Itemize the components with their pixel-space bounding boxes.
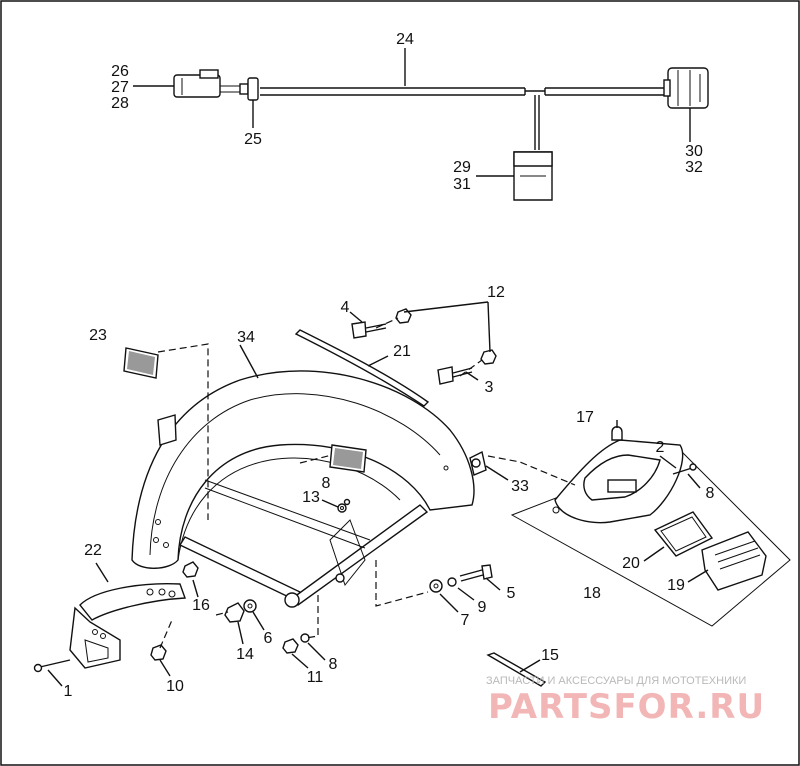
callout-26: 26 [111,63,129,80]
nut-10 [150,644,167,661]
bolt-5 [459,564,493,582]
license-bracket-22 [69,583,186,669]
watermark: ЗАПЧАСТИ И АКСЕССУАРЫ ДЛЯ МОТОТЕХНИКИ PA… [486,675,765,727]
rear-fender [131,370,475,569]
callout-25: 25 [244,131,262,148]
callout-22: 22 [84,542,102,559]
cable-tie-15 [486,652,547,687]
nut-11 [282,638,299,654]
lens-19 [701,531,767,591]
callout-27: 27 [111,79,129,96]
callout-3: 3 [485,379,494,396]
callout-15: 15 [541,647,559,664]
callout-32: 32 [685,159,703,176]
watermark-logo: PARTSFOR.RU [488,687,765,727]
callout-2: 2 [656,439,665,456]
nut-12a [395,308,412,324]
callout-8-lower: 8 [329,656,338,673]
callout-13: 13 [302,489,320,506]
callout-4: 4 [341,299,350,316]
callout-6: 6 [264,630,273,647]
fender-support [178,479,429,608]
callout-28: 28 [111,95,129,112]
washer-8c [300,633,310,643]
screw-2 [672,463,697,475]
callout-10: 10 [166,678,184,695]
callout-8-taillight: 8 [706,485,715,502]
callout-20: 20 [622,555,640,572]
callout-34: 34 [237,329,255,346]
callout-12: 12 [487,284,505,301]
leader-lines [47,48,709,687]
bolt-3 [437,366,473,385]
callout-21: 21 [393,343,411,360]
bulb-17 [611,426,623,441]
washer-7 [429,579,443,593]
callout-33: 33 [511,478,529,495]
callout-16: 16 [192,597,210,614]
washer-6 [243,599,257,613]
callout-11: 11 [307,669,324,686]
callout-17: 17 [576,409,594,426]
callout-18: 18 [583,585,601,602]
callout-31: 31 [453,176,471,193]
harness-connector-bottom [513,151,553,201]
reflector-23 [123,347,159,379]
bracket-33 [469,450,487,476]
bolt-4 [351,321,387,339]
callout-24: 24 [396,31,414,48]
washer-9 [447,577,457,587]
callout-1: 1 [64,683,73,700]
washer-8 [343,498,351,506]
reflector-fender [329,444,367,473]
harness-connector-left [173,69,259,101]
nut-14 [224,602,245,623]
callout-29: 29 [453,159,471,176]
washer-13 [337,503,347,513]
callout-5: 5 [507,585,516,602]
callout-9: 9 [478,599,487,616]
callout-23: 23 [89,327,107,344]
taillight-assembly [510,439,791,627]
harness-connector-right [663,67,709,109]
lens-gasket-20 [653,511,714,557]
callout-30: 30 [685,143,703,160]
callout-19: 19 [667,577,685,594]
trim-strip-21 [294,329,430,407]
callout-8-fender: 8 [322,475,331,492]
assembly-lines [157,317,576,649]
wiring-harness [260,87,670,150]
callout-labels: 24 26 27 28 25 30 32 29 31 4 12 23 34 21… [64,31,715,700]
nut-16 [182,561,199,578]
nut-12b [480,349,497,365]
callout-7: 7 [461,612,470,629]
watermark-tagline: ЗАПЧАСТИ И АКСЕССУАРЫ ДЛЯ МОТОТЕХНИКИ [486,675,746,687]
callout-14: 14 [236,646,254,663]
screw-1 [33,659,71,673]
